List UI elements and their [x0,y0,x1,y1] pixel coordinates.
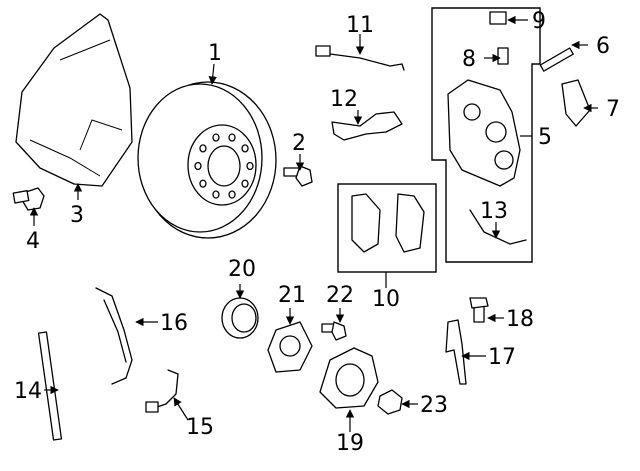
callout-labels: 1 2 3 4 5 6 7 8 9 10 11 12 13 14 15 16 1… [14,9,620,456]
callout-7: 7 [606,97,620,122]
callout-20: 20 [228,257,256,282]
brake-hose [37,331,63,441]
callout-18: 18 [506,307,534,332]
caliper-bracket-clip [561,79,591,127]
callout-15: 15 [186,415,214,440]
callout-22: 22 [326,283,354,308]
brake-caliper [447,79,521,187]
callout-10: 10 [372,287,400,312]
anti-rattle-spring [331,111,403,141]
rotor-hole [228,190,236,199]
callout-23: 23 [420,393,448,418]
callout-14: 14 [14,379,42,404]
brake-line-bracket [95,287,133,385]
sensor-bracket [445,319,467,385]
callout-12: 12 [330,87,358,112]
callout-16: 16 [160,311,188,336]
callout-11: 11 [346,13,374,38]
callout-8: 8 [462,47,476,72]
caliper-bolt [539,47,574,72]
wheel-bearing [221,297,259,339]
wear-sensor-wire [315,45,405,71]
rotor-hole [212,133,220,142]
callout-5: 5 [538,125,552,150]
callout-13: 13 [480,199,508,224]
axle-nut [377,389,403,415]
caliper-bleeder-cap [489,11,507,25]
shield-bolt [12,187,45,211]
callout-6: 6 [596,34,610,59]
callout-21: 21 [278,283,306,308]
bearing-plate [267,321,313,373]
rotor-hole [199,179,207,188]
leader-lines [29,15,598,432]
brake-rotor [137,81,277,239]
wheel-hub [319,347,379,409]
rotor-hole [241,144,249,153]
rotor-screw [283,165,313,187]
pads-box [337,183,437,273]
hub-bolt [321,321,347,341]
rotor-hole [194,161,202,171]
callout-19: 19 [336,431,364,456]
caliper-bleeder [497,47,509,65]
callout-17: 17 [488,345,516,370]
rotor-hole [199,144,207,153]
abs-sensor-wire [145,369,179,413]
bracket-bolt [469,297,489,323]
callout-9: 9 [532,9,546,34]
callout-3: 3 [70,203,84,228]
dust-shield [15,13,133,187]
rotor-hole [246,161,254,171]
callout-4: 4 [26,229,40,254]
callout-1: 1 [208,41,222,66]
callout-2: 2 [292,131,306,156]
rotor-hole [228,133,236,142]
brake-pads [351,193,425,253]
caliper-box [431,7,541,263]
rotor-hole [212,190,220,199]
rotor-hole [241,179,249,188]
